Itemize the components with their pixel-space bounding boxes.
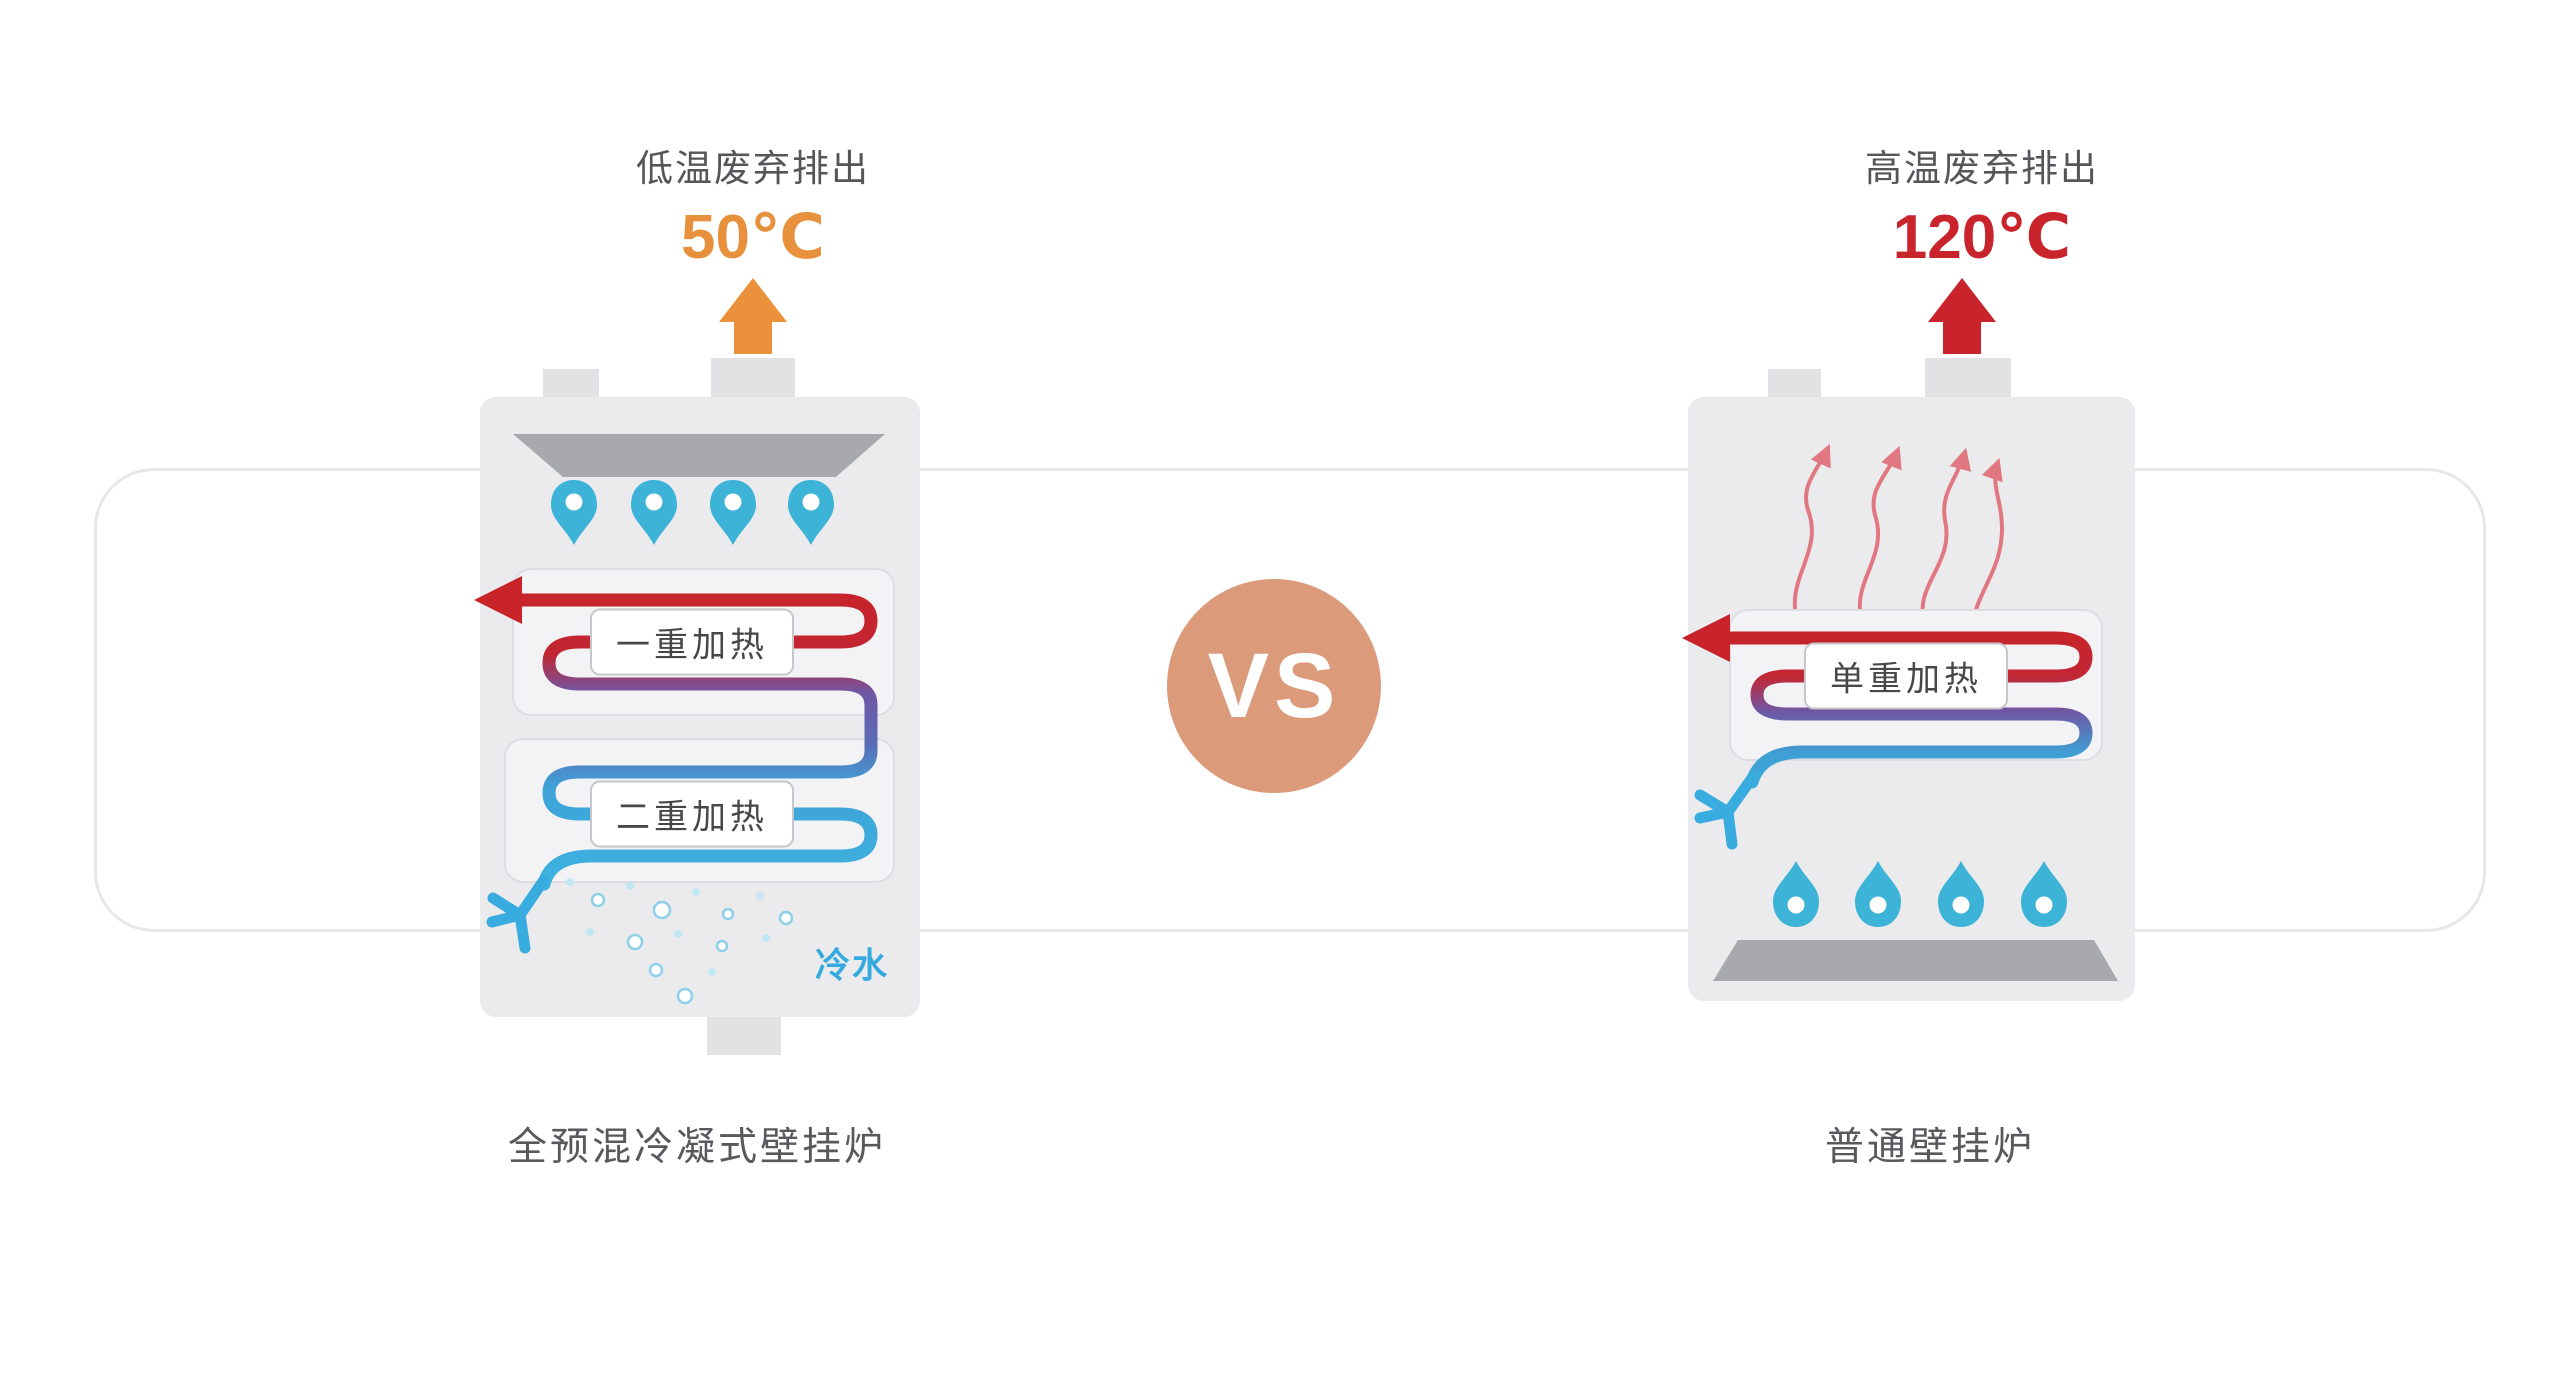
- vs-badge: VS: [1167, 579, 1381, 793]
- condensate-bubbles: [566, 878, 794, 1005]
- left-boiler-bottom-stub: [707, 1017, 781, 1055]
- low-temp-exhaust-arrow-icon: [719, 278, 787, 354]
- second-heating-label: 二重加热: [590, 780, 794, 848]
- left-exhaust-label: 低温废弃排出: [636, 148, 870, 189]
- left-boiler-top-tab: [543, 369, 599, 400]
- cold-water-inlet-icon: [486, 874, 550, 954]
- high-temp-exhaust-arrow-icon: [1928, 278, 1996, 354]
- heat-coil: [1721, 631, 2093, 789]
- heat-coil: [509, 593, 878, 891]
- left-exhaust-temp: 50℃: [680, 203, 826, 272]
- cold-water-inlet-icon: [1694, 772, 1758, 850]
- hot-water-out-arrow-icon: [1682, 614, 1730, 662]
- exhaust-curl-arrows: [1792, 443, 2005, 631]
- cold-water-label: 冷水: [814, 946, 890, 986]
- right-exhaust-label: 高温废弃排出: [1865, 148, 2099, 189]
- right-boiler-caption: 普通壁挂炉: [1824, 1126, 2036, 1169]
- first-heating-label: 一重加热: [590, 608, 794, 676]
- single-heating-label: 单重加热: [1804, 642, 2008, 710]
- right-boiler-top-tab: [1768, 369, 1821, 400]
- burner-base: [1713, 940, 2118, 981]
- left-exhaust-header: 低温废弃排出 50℃: [513, 138, 993, 273]
- hot-water-out-arrow-icon: [474, 576, 522, 624]
- right-boiler-chimney: [1925, 358, 2011, 400]
- right-exhaust-temp: 120℃: [1892, 203, 2072, 272]
- left-boiler-caption: 全预混冷凝式壁挂炉: [507, 1126, 887, 1169]
- right-exhaust-header: 高温废弃排出 120℃: [1742, 138, 2222, 273]
- left-boiler-chimney: [711, 358, 795, 400]
- exhaust-hood: [513, 434, 885, 477]
